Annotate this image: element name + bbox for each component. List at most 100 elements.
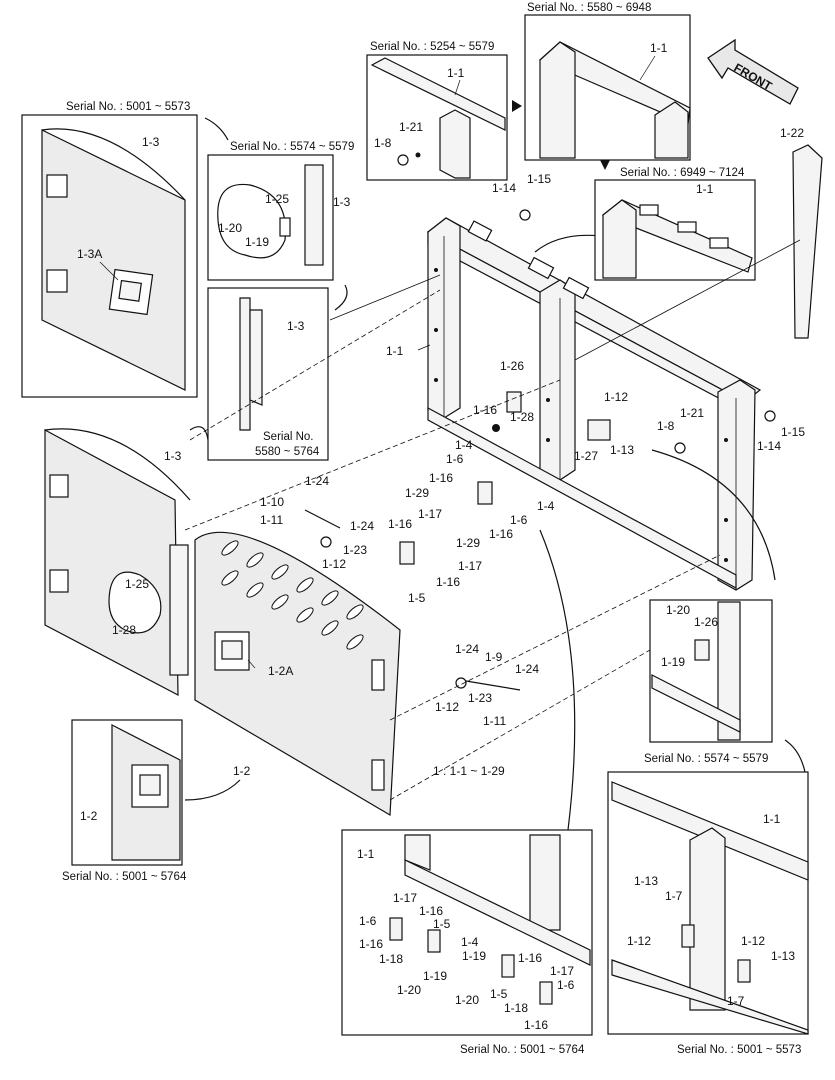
inset-i-label-1-5-a: 1-5 [433,917,451,931]
inset-h-label-1-26: 1-26 [694,615,718,629]
inset-j-label-1-13-b: 1-13 [771,949,795,963]
door-1-2: 1-2A 1-2 [194,531,401,817]
inset-e-label-1-3: 1-3 [333,195,351,209]
inset-5574-5579-latch: Serial No. : 5574 ~ 5579 1-25 1-20 1-19 … [207,141,354,281]
label-1-6-a: 1-6 [446,452,464,466]
assembly-lines [184,239,801,801]
serial-5001-5573-top: Serial No. : 5001 ~ 5573 [66,101,190,113]
inset-a-label-1-8: 1-8 [374,136,392,150]
inset-5001-5573-brackets: 1-1 1-13 1-7 1-12 1-12 1-13 1-7 Serial N… [607,771,809,1056]
label-1-12-a: 1-12 [322,557,346,571]
inset-d-label-1-3A: 1-3A [77,247,102,261]
inset-5001-5764-handle: 1-2 Serial No. : 5001 ~ 5764 [62,719,187,883]
serial-5001-5764-bottom: Serial No. : 5001 ~ 5764 [460,1044,585,1056]
serial-6949-7124: Serial No. : 6949 ~ 7124 [620,167,745,179]
label-1-24-d: 1-24 [515,662,539,676]
label-1-1-main: 1-1 [386,344,404,358]
label-1-15-right: 1-15 [781,425,805,439]
inset-j-label-1-7-a: 1-7 [665,889,683,903]
serial-5574-5579-top: Serial No. : 5574 ~ 5579 [230,141,354,153]
label-1-17-a: 1-17 [418,507,442,521]
inset-i-label-1-17-a: 1-17 [393,891,417,905]
label-1-2: 1-2 [233,764,251,778]
inset-i-label-1-6-b: 1-6 [557,978,575,992]
label-1-29-a: 1-29 [405,486,429,500]
inset-i-label-1-20-a: 1-20 [397,983,421,997]
serial-5001-5764-left: Serial No. : 5001 ~ 5764 [62,871,187,883]
label-1-28-main: 1-28 [510,410,534,424]
inset-5580-6948: Serial No. : 5580 ~ 6948 1-1 [524,2,691,161]
inset-i-label-1-4: 1-4 [461,935,479,949]
inset-c-label-1-1: 1-1 [696,182,714,196]
inset-5574-5579-bracket: 1-20 1-26 1-19 Serial No. : 5574 ~ 5579 [644,599,773,765]
label-1-3-door: 1-3 [164,449,182,463]
label-1-23-b: 1-23 [468,691,492,705]
label-1-24-a: 1-24 [305,474,329,488]
inset-a-label-1-21: 1-21 [399,120,423,134]
inset-i-label-1-16-b: 1-16 [359,937,383,951]
inset-f-label-1-3: 1-3 [287,319,305,333]
hardware-cluster [304,209,776,691]
label-1-24-b: 1-24 [350,519,374,533]
label-1-2A: 1-2A [268,664,293,678]
label-1-14-right: 1-14 [757,439,781,453]
label-1-8-right: 1-8 [657,419,675,433]
inset-j-label-1-12-b: 1-12 [741,934,765,948]
inset-d-label-1-3: 1-3 [142,135,160,149]
inset-i-label-1-16-d: 1-16 [524,1018,548,1032]
label-1-12-b: 1-12 [435,700,459,714]
inset-i-label-1-18-a: 1-18 [379,952,403,966]
inset-i-label-1-6-a: 1-6 [359,914,377,928]
label-1-6-b: 1-6 [510,513,528,527]
label-1-16-d: 1-16 [388,517,412,531]
front-arrow: FRONT [707,38,799,105]
main-labels: 1-14 1-15 1-26 1-16 1-28 1-12 1-27 1-13 … [260,172,805,778]
inset-i-label-1-1: 1-1 [357,847,375,861]
inset-e-label-1-20: 1-20 [218,221,242,235]
part-1-22: 1-22 [780,126,823,339]
summary-label: 1 : 1-1 ~ 1-29 [433,764,505,778]
inset-j-label-1-1: 1-1 [763,812,781,826]
inset-b-label-1-1: 1-1 [650,41,668,55]
label-1-24-c: 1-24 [455,642,479,656]
inset-i-label-1-19-b: 1-19 [423,969,447,983]
serial-5001-5573-bottom: Serial No. : 5001 ~ 5573 [677,1044,801,1056]
inset-i-label-1-19: 1-19 [462,949,486,963]
inset-6949-7124: Serial No. : 6949 ~ 7124 1-1 [594,167,756,281]
label-1-4-a: 1-4 [455,438,473,452]
label-1-5-a: 1-5 [408,591,426,605]
serial-5254-5579: Serial No. : 5254 ~ 5579 [370,41,494,53]
inset-h-label-1-20: 1-20 [666,603,690,617]
label-1-12-right: 1-12 [604,390,628,404]
serial-5580-6948: Serial No. : 5580 ~ 6948 [527,2,651,14]
inset-i-label-1-16-a: 1-16 [419,904,443,918]
label-1-17-b: 1-17 [458,559,482,573]
serial-5580-5764-line1: Serial No. [263,431,314,443]
label-1-26-main: 1-26 [500,359,524,373]
label-1-9: 1-9 [485,650,503,664]
inset-i-label-1-5-b: 1-5 [490,987,508,1001]
inset-j-label-1-13-a: 1-13 [634,874,658,888]
inset-5254-5579: Serial No. : 5254 ~ 5579 1-1 1-21 1-8 [366,41,508,181]
label-1-13-right: 1-13 [610,443,634,457]
label-1-22: 1-22 [780,126,804,140]
label-1-21-right: 1-21 [680,406,704,420]
vent-slots [221,540,364,650]
inset-5001-5573-door: Serial No. : 5001 ~ 5573 1-3 1-3A [21,101,198,398]
label-1-10: 1-10 [260,495,284,509]
inset-h-label-1-19: 1-19 [661,655,685,669]
label-1-16-c: 1-16 [489,527,513,541]
door-1-3: 1-3 1-25 1-28 [44,428,191,697]
label-1-4-b: 1-4 [537,499,555,513]
inset-i-label-1-18-b: 1-18 [504,1001,528,1015]
inset-a-label-1-1: 1-1 [447,66,465,80]
label-1-15-top: 1-15 [527,172,551,186]
main-frame: 1-1 [386,217,762,591]
serial-5580-5764-line2: 5580 ~ 5764 [255,446,320,458]
label-1-14-top: 1-14 [492,181,516,195]
inset-e-label-1-25: 1-25 [265,192,289,206]
inset-i-label-1-16-c: 1-16 [518,951,542,965]
label-1-23-a: 1-23 [343,543,367,557]
inset-g-label-1-2: 1-2 [80,809,98,823]
